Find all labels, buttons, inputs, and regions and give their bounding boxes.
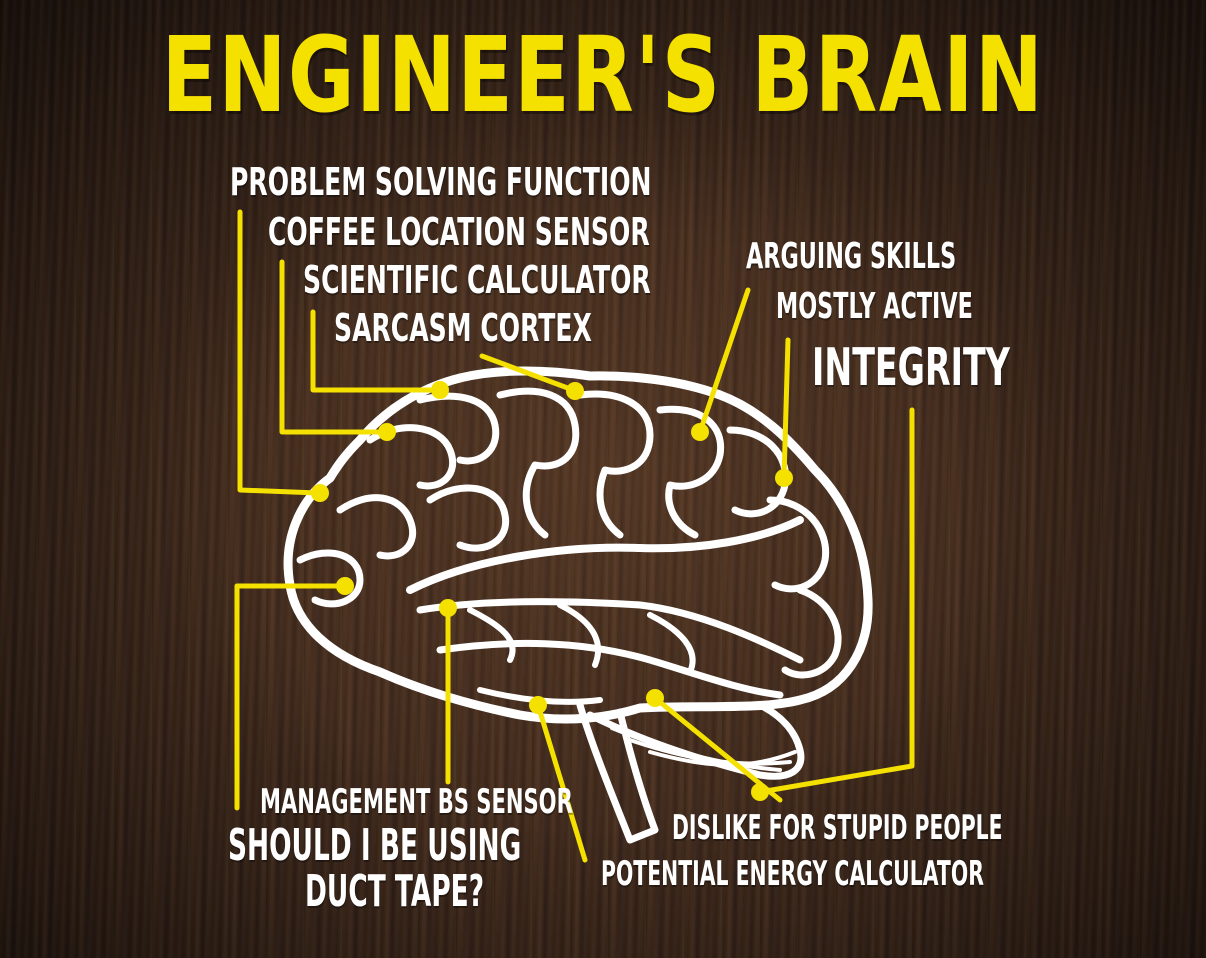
label-sarcasm-cortex: SARCASM CORTEX xyxy=(334,306,592,350)
leader-should-i-use-duct-tape xyxy=(234,583,348,811)
dot-arguing-skills xyxy=(691,423,709,441)
leader-dislike-stupid xyxy=(652,695,783,803)
label-problem-solving: PROBLEM SOLVING FUNCTION xyxy=(230,160,652,204)
label-coffee-location: COFFEE LOCATION SENSOR xyxy=(268,210,650,254)
leader-lines xyxy=(234,209,915,863)
dot-management-bs xyxy=(439,599,457,617)
leader-scientific-calculator xyxy=(310,309,441,393)
dot-problem-solving xyxy=(311,484,329,502)
label-arguing-skills: ARGUING SKILLS xyxy=(746,236,957,277)
leader-integrity xyxy=(757,407,915,795)
leader-problem-solving xyxy=(237,209,321,496)
label-management-bs: MANAGEMENT BS SENSOR xyxy=(260,782,573,822)
brain-illustration xyxy=(283,366,873,844)
label-dislike-stupid: DISLIKE FOR STUPID PEOPLE xyxy=(672,808,1003,848)
leader-mostly-active xyxy=(781,337,791,481)
leader-potential-energy xyxy=(535,702,588,863)
label-mostly-active: MOSTLY ACTIVE xyxy=(776,286,973,327)
dot-coffee-location xyxy=(378,423,396,441)
leader-sarcasm-cortex xyxy=(479,353,576,393)
dot-sarcasm-cortex xyxy=(566,382,584,400)
label-duct-tape-line2: DUCT TAPE? xyxy=(305,866,485,917)
label-duct-tape-line1: SHOULD I BE USING xyxy=(228,820,522,871)
leader-coffee-location xyxy=(279,259,388,435)
leader-arguing-skills xyxy=(697,287,751,435)
dot-scientific-calculator xyxy=(431,381,449,399)
label-potential-energy: POTENTIAL ENERGY CALCULATOR xyxy=(601,854,984,894)
dot-should-i-use-duct-tape xyxy=(336,577,354,595)
dot-mostly-active xyxy=(775,469,793,487)
dot-dislike-stupid xyxy=(646,689,664,707)
dot-integrity xyxy=(751,783,769,801)
page-title: ENGINEER'S BRAIN xyxy=(161,14,1045,136)
label-scientific-calculator: SCIENTIFIC CALCULATOR xyxy=(303,258,651,302)
dot-potential-energy xyxy=(529,696,547,714)
label-integrity: INTEGRITY xyxy=(812,338,1010,398)
leader-dots xyxy=(311,381,793,801)
